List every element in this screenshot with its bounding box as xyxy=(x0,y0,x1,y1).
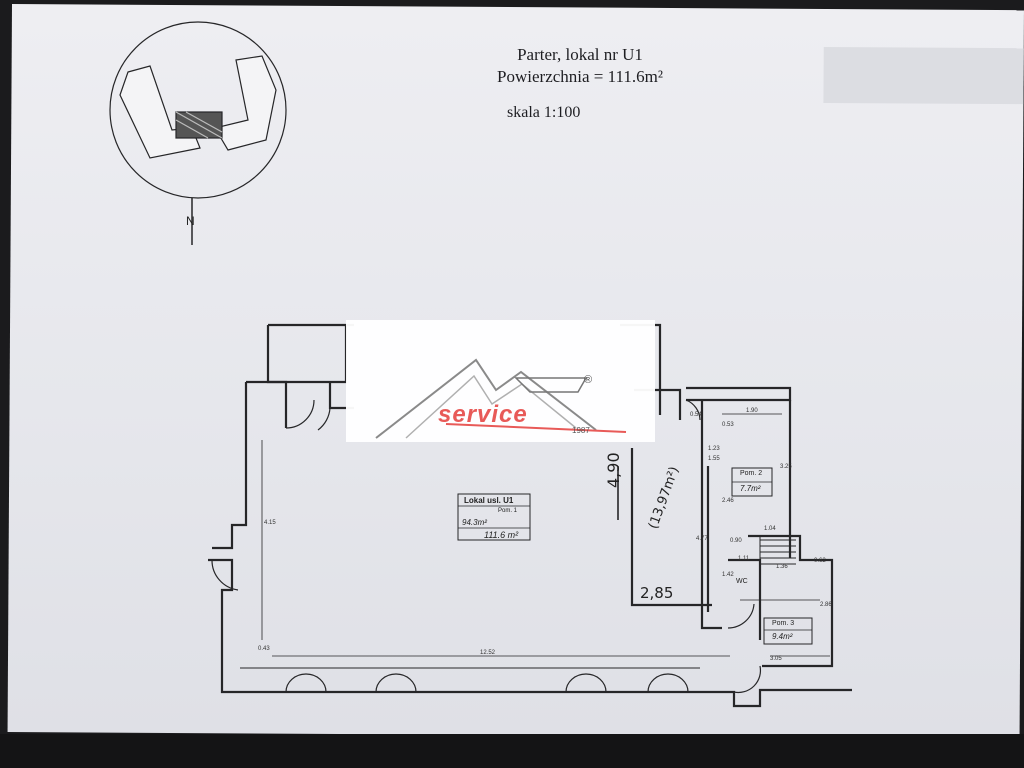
pom2-area: 7.7m² xyxy=(740,484,761,493)
dark-background xyxy=(0,734,1024,768)
dim-r-b: 0.53 xyxy=(722,422,734,428)
wc-name: WC xyxy=(736,578,748,585)
dim-left-small: 0.43 xyxy=(258,646,270,652)
watermark-logo xyxy=(346,320,655,442)
dim-r-d: 1.55 xyxy=(708,456,720,462)
dim-r-l: 1.11 xyxy=(738,556,750,562)
pom3-area: 9.4m² xyxy=(772,632,793,641)
logo-registered-mark: ® xyxy=(584,374,593,386)
dim-right-top: 1.90 xyxy=(746,408,758,414)
logo-mountain-icon xyxy=(375,358,627,439)
main-room-area: 94.3m² xyxy=(462,518,487,527)
north-label: N xyxy=(186,214,195,228)
logo-year: 1987 xyxy=(572,426,590,435)
handwritten-height: 4,90 xyxy=(604,452,623,488)
dim-r-j: 2.46 xyxy=(722,498,734,504)
pom2-name: Pom. 2 xyxy=(740,470,763,477)
main-room-sub: Pom. 1 xyxy=(498,508,518,514)
dim-r-o: 2.86 xyxy=(820,602,832,608)
site-plan-circle xyxy=(109,21,287,199)
dim-r-g: 1.36 xyxy=(776,564,788,570)
main-room-title: Lokal usl. U1 xyxy=(464,496,514,505)
dim-r-c: 1.23 xyxy=(708,446,720,452)
logo-wordmark: service xyxy=(438,401,528,428)
dim-r-n: 1.42 xyxy=(722,572,734,578)
handwritten-width: 2,85 xyxy=(640,584,674,602)
pom3-box xyxy=(763,617,813,645)
dim-r-k: 4.77 xyxy=(696,536,708,542)
scale-label: skala 1:100 xyxy=(507,104,581,121)
dim-r-m: 3.05 xyxy=(770,656,782,662)
main-room-total: 111.6 m² xyxy=(484,530,519,540)
pom3-name: Pom. 3 xyxy=(772,620,795,627)
dim-r-e: 1.04 xyxy=(764,526,776,532)
dim-bottom: 12.52 xyxy=(480,650,496,656)
dim-r-h: 0.62 xyxy=(814,558,826,564)
dim-left-wall: 4.15 xyxy=(264,520,276,526)
title-line-unit: Parter, lokal nr U1 xyxy=(517,45,643,64)
dim-r-a: 0.54 xyxy=(690,412,702,418)
main-room-box xyxy=(457,493,531,541)
title-line-area: Powierzchnia = 111.6m² xyxy=(497,67,663,86)
dim-r-i: 3.25 xyxy=(780,464,792,470)
plan-title: Parter, lokal nr U1 Powierzchnia = 111.6… xyxy=(460,44,700,88)
dim-r-f: 0.90 xyxy=(730,538,742,544)
